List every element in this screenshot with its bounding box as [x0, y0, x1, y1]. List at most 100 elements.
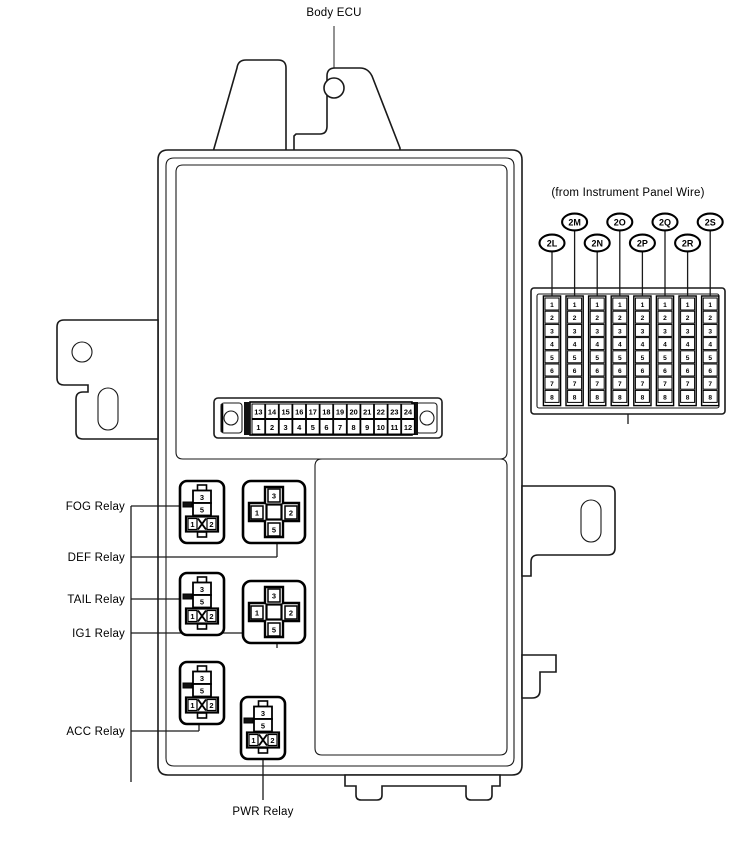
ip-pin-number: 5 [686, 355, 690, 362]
ecu-pin-cell-bottom [251, 419, 266, 435]
ip-pin-cell [589, 350, 605, 364]
relay-pin-cell-2 [206, 517, 217, 531]
ip-pin-number: 1 [641, 302, 645, 309]
right-bracket-slot [580, 499, 602, 543]
relay-pin-label-1: 1 [190, 520, 194, 529]
relay-side-tab [243, 717, 254, 724]
ip-pin-cell [612, 363, 628, 377]
ecu-pin-number: 24 [404, 408, 413, 417]
ip-pin-cell [589, 323, 605, 337]
relay-cross-mark [258, 733, 268, 747]
ip-pin-number: 6 [550, 368, 554, 375]
ip-pin-cell [567, 363, 583, 377]
ecu-pin-cell-top [319, 403, 334, 419]
relay-pin-cell-3 [267, 488, 281, 503]
ecu-pin-cell-bottom [319, 419, 334, 435]
ip-pin-cell [567, 337, 583, 351]
ecu-pin-cell-bottom [278, 419, 293, 435]
ip-pin-cell [702, 297, 718, 311]
body-ecu-title: Body ECU [306, 7, 361, 19]
lower-inner-panel [314, 458, 508, 756]
ip-pin-number: 4 [550, 342, 554, 349]
relay-pin-label-5: 5 [200, 598, 204, 607]
ecu-pin-number: 23 [390, 408, 398, 417]
ecu-pin-number: 20 [349, 408, 357, 417]
ip-connector-tag-bubble [583, 233, 611, 253]
instrument-connector-columns: 123456782L123456782M123456782N123456782O… [538, 212, 724, 407]
ecu-pin-number: 19 [336, 408, 344, 417]
ecu-pin-number: 21 [363, 408, 371, 417]
relay-pin-label-2: 2 [209, 612, 213, 621]
ip-pin-number: 3 [663, 328, 667, 335]
ecu-pin-cell-bottom [333, 419, 347, 435]
tail-relay-label: TAIL Relay [67, 594, 125, 606]
ip-pin-number: 4 [663, 342, 667, 349]
ip-pin-cell [657, 323, 673, 337]
relay-pin-cell-5 [267, 522, 281, 537]
ip-pin-cell [657, 363, 673, 377]
relay-center-cell [265, 603, 283, 621]
relay-pin-cell-2 [267, 733, 278, 747]
ip-pin-number: 5 [550, 355, 554, 362]
ecu-pin-cell-bottom [373, 419, 388, 435]
ip-pin-number: 1 [686, 302, 690, 309]
ecu-pin-cell-bottom [360, 419, 375, 435]
ecu-pin-cell-bottom [292, 419, 307, 435]
ip-pin-number: 4 [708, 342, 712, 349]
ip-pin-number: 6 [708, 368, 712, 375]
ip-connector-tag-bubble [538, 233, 566, 253]
ecu-pin-cell-top [292, 403, 307, 419]
relay-pin-label-5: 5 [261, 722, 265, 731]
ip-pin-cell [680, 323, 696, 337]
ip-pin-number: 1 [550, 302, 554, 309]
ecu-pin-number: 9 [365, 423, 369, 432]
ip-pin-cell [634, 323, 650, 337]
ip-pin-number: 8 [686, 394, 690, 401]
ip-pin-cell [589, 310, 605, 324]
ip-pin-number: 4 [573, 342, 577, 349]
ecu-pin-cell-bottom [401, 419, 415, 435]
ecu-pin-number: 7 [338, 423, 342, 432]
ecu-pin-number: 17 [309, 408, 317, 417]
right-lower-stub [521, 654, 557, 699]
left-mount-bracket [56, 319, 159, 440]
ecu-pin-number: 16 [295, 408, 303, 417]
ip-connector-tag-label: 2R [682, 238, 694, 248]
ip-pin-cell [702, 323, 718, 337]
ip-pin-number: 3 [618, 328, 622, 335]
ecu-pin-number: 22 [377, 408, 385, 417]
ip-connector-tag-bubble [606, 212, 634, 232]
ip-pin-number: 6 [641, 368, 645, 375]
ip-connector-tag-label: 2Q [659, 217, 671, 227]
pwr-relay-label: PWR Relay [232, 806, 293, 818]
ip-pin-number: 1 [595, 302, 599, 309]
connector-left-ear-box [220, 402, 243, 434]
ip-connector-tag-bubble [674, 233, 702, 253]
relay-cross-mark [197, 698, 207, 712]
right-mount-bracket [521, 485, 616, 577]
ecu-pin-cell-top [346, 403, 361, 419]
relay-bottom-nub [196, 531, 208, 538]
ip-pin-number: 7 [686, 381, 690, 388]
ip-pin-cell [612, 310, 628, 324]
ip-pin-cell [544, 323, 560, 337]
ip-pin-cell [634, 350, 650, 364]
instrument-panel-note: (from Instrument Panel Wire) [551, 187, 704, 199]
connector-left-hole [223, 410, 239, 426]
ip-pin-cell [567, 389, 583, 403]
relay-pin-label-3: 3 [261, 709, 265, 718]
relay-pin-label-5: 5 [200, 506, 204, 515]
ip-pin-cell [702, 363, 718, 377]
ip-pin-number: 6 [663, 368, 667, 375]
ecu-pin-cell-top [333, 403, 347, 419]
ip-pin-number: 6 [573, 368, 577, 375]
ip-pin-cell [544, 363, 560, 377]
ip-pin-number: 3 [595, 328, 599, 335]
relay-side-tab [182, 501, 193, 508]
ip-pin-cell [544, 337, 560, 351]
ip-pin-cell [544, 389, 560, 403]
relay-pin-label-2: 2 [209, 701, 213, 710]
